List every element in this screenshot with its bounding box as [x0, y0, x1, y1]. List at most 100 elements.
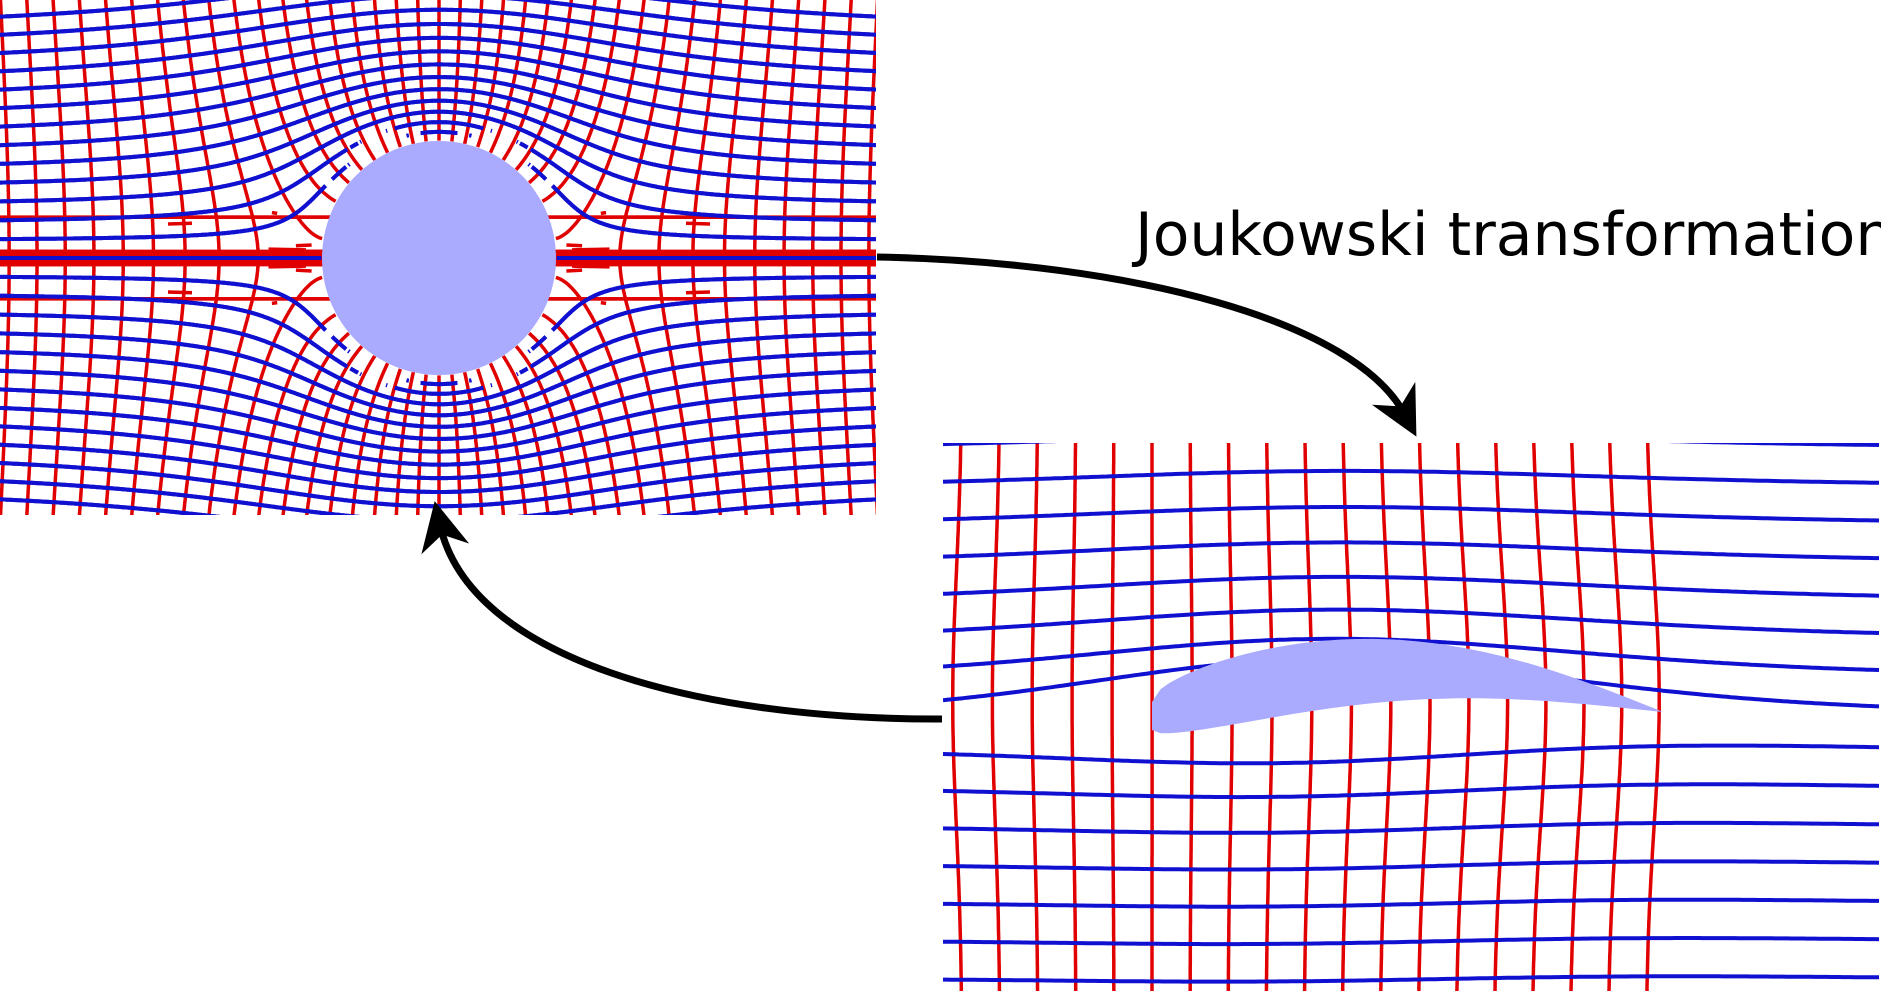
streamline — [393, 120, 485, 131]
streamline — [0, 312, 876, 407]
streamline — [943, 540, 1879, 561]
streamline — [0, 497, 876, 515]
potential-line — [25, 0, 39, 259]
potential-line — [450, 373, 463, 515]
potential-line — [811, 257, 827, 515]
potential-line — [51, 257, 67, 515]
inverse-mapping-arrow — [421, 501, 943, 723]
potential-line — [752, 0, 775, 259]
potential-line — [839, 257, 853, 515]
potential-line — [285, 249, 876, 254]
potential-line — [951, 0, 957, 258]
streamline — [330, 335, 348, 351]
potential-line — [618, 257, 671, 515]
airfoil-plane-panel — [758, 443, 1880, 992]
potential-line — [782, 257, 801, 515]
potential-line — [415, 373, 428, 515]
potential-line — [394, 371, 416, 515]
potential-line — [1005, 258, 1010, 542]
streamline — [0, 368, 876, 441]
potential-line — [924, 258, 931, 542]
circle-streamlines — [0, 0, 876, 515]
streamline — [0, 424, 876, 481]
potential-line — [978, 258, 984, 542]
potential-line — [555, 275, 646, 515]
potential-line — [394, 0, 416, 145]
streamline — [0, 87, 876, 166]
potential-line — [1070, 443, 1078, 991]
potential-line — [271, 210, 278, 216]
potential-line — [566, 268, 583, 273]
potential-line — [1645, 443, 1661, 991]
potential-line — [25, 257, 39, 515]
potential-line — [295, 243, 312, 248]
potential-line — [555, 0, 646, 241]
potential-line — [1302, 443, 1314, 991]
streamline — [943, 443, 1880, 447]
potential-line — [256, 0, 337, 203]
streamline — [349, 366, 359, 375]
potential-line — [600, 210, 607, 216]
streamline — [0, 0, 876, 19]
potential-line — [271, 300, 278, 306]
potential-line — [1030, 443, 1040, 992]
streamline — [419, 129, 459, 136]
potential-line — [600, 300, 607, 306]
streamline — [0, 479, 876, 515]
streamline — [943, 743, 1880, 766]
potential-line — [572, 247, 610, 252]
streamline — [359, 139, 363, 144]
potential-line — [207, 0, 260, 259]
streamline — [0, 7, 876, 55]
potential-line — [77, 257, 96, 515]
potential-line — [0, 257, 11, 515]
potential-line — [167, 221, 193, 226]
streamline — [0, 109, 876, 204]
potential-line — [685, 221, 711, 226]
potential-line — [103, 257, 126, 515]
potential-line — [415, 0, 428, 143]
potential-line — [752, 257, 775, 515]
potential-line — [232, 0, 323, 241]
potential-line — [207, 257, 260, 515]
streamline — [527, 349, 531, 354]
potential-line — [0, 0, 11, 259]
potential-line — [782, 0, 801, 259]
streamline — [0, 387, 876, 454]
potential-line — [462, 371, 484, 515]
potential-line — [232, 275, 323, 515]
streamline — [943, 974, 1879, 984]
streamline — [529, 293, 876, 369]
potential-line — [572, 264, 610, 269]
streamline — [943, 505, 1880, 523]
potential-line — [950, 443, 964, 991]
potential-line — [1531, 443, 1548, 992]
streamline — [0, 147, 349, 223]
potential-line — [867, 0, 876, 259]
streamline — [0, 0, 876, 37]
potential-line — [758, 443, 771, 991]
circle-plane-panel — [0, 0, 1036, 542]
streamline — [0, 350, 876, 429]
potential-line — [541, 0, 622, 203]
streamline — [0, 405, 876, 467]
potential-line — [167, 290, 193, 295]
streamline — [0, 274, 328, 332]
potential-line — [51, 0, 67, 259]
potential-line — [1032, 0, 1036, 258]
circle-potential-lines — [0, 0, 1036, 542]
streamline — [405, 378, 410, 383]
potential-line — [740, 252, 876, 257]
circle-body — [322, 141, 556, 375]
streamline — [419, 380, 459, 387]
potential-line — [896, 258, 905, 542]
streamline — [0, 184, 328, 242]
streamline — [529, 147, 876, 223]
potential-line — [978, 0, 984, 258]
potential-line — [811, 0, 827, 259]
streamline — [0, 22, 876, 74]
streamline — [0, 62, 876, 129]
streamline — [359, 372, 363, 377]
potential-line — [740, 259, 876, 264]
